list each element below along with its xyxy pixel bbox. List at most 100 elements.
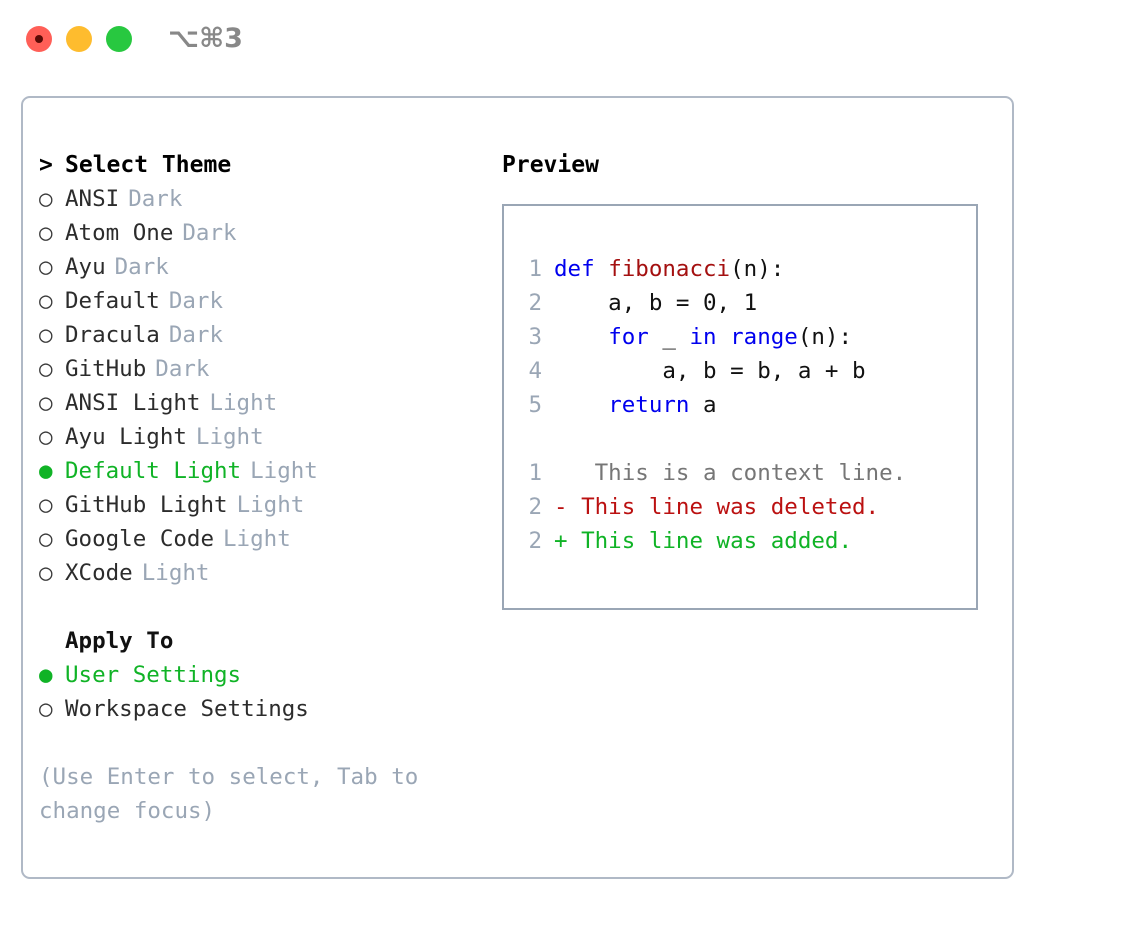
theme-variant-badge: Dark [114, 254, 169, 280]
code-line: 5 return a [518, 388, 906, 422]
radio-unselected-icon[interactable]: ○ [39, 186, 53, 212]
line-number: 1 [528, 256, 542, 282]
apply-to-item[interactable]: ●User Settings [39, 658, 489, 692]
radio-unselected-icon[interactable]: ○ [39, 288, 53, 314]
radio-unselected-icon[interactable]: ○ [39, 390, 53, 416]
preview-title: Preview [502, 152, 599, 178]
radio-unselected-icon[interactable]: ○ [39, 254, 53, 280]
diff-marker [554, 460, 568, 486]
theme-name: Google Code [65, 526, 215, 552]
minimize-button-icon[interactable] [66, 26, 92, 52]
code-token: range [730, 324, 798, 350]
line-number: 2 [528, 290, 542, 316]
line-number: 1 [528, 460, 542, 486]
code-token: return [608, 392, 690, 418]
theme-variant-badge: Light [250, 458, 318, 484]
code-token: def [554, 256, 609, 282]
theme-name: ANSI Light [65, 390, 201, 416]
theme-name: Ayu Light [65, 424, 187, 450]
theme-variant-badge: Dark [168, 288, 224, 314]
theme-list-item[interactable]: ○ Ayu Light Light [39, 420, 489, 454]
radio-selected-icon[interactable]: ● [39, 458, 53, 484]
theme-list-item[interactable]: ○ Dracula Dark [39, 318, 489, 352]
code-token: (n): [730, 256, 785, 282]
code-token: for [608, 324, 649, 350]
code-token [554, 392, 608, 418]
code-token: a [689, 392, 717, 418]
theme-name: ANSI [65, 186, 120, 212]
code-line: 4 a, b = b, a + b [518, 354, 906, 388]
code-token [717, 324, 731, 350]
theme-variant-badge: Dark [168, 322, 224, 348]
code-line: 3 for _ in range(n): [518, 320, 906, 354]
theme-name: Atom One [65, 220, 174, 246]
radio-unselected-icon[interactable]: ○ [39, 322, 53, 348]
theme-list-item[interactable]: ○ Google Code Light [39, 522, 489, 556]
theme-name: XCode [65, 560, 133, 586]
diff-text: This is a context line. [567, 460, 907, 486]
code-token [554, 324, 608, 350]
window-title: ⌥⌘3 [168, 23, 243, 54]
code-token: in [689, 324, 717, 350]
prompt-caret-icon: > [39, 152, 53, 178]
code-line: 2 a, b = 0, 1 [518, 286, 906, 320]
radio-unselected-icon[interactable]: ○ [39, 356, 53, 382]
line-number: 2 [528, 494, 542, 520]
theme-variant-badge: Light [236, 492, 305, 518]
radio-selected-icon[interactable]: ● [39, 662, 53, 688]
radio-unselected-icon[interactable]: ○ [39, 560, 53, 586]
preview-column: Preview [502, 148, 1002, 182]
code-token: fibonacci [608, 256, 731, 282]
theme-list-item[interactable]: ● Default Light Light [39, 454, 489, 488]
theme-variant-badge: Light [195, 424, 264, 450]
apply-to-list: ●User Settings ○ Workspace Settings [39, 658, 489, 726]
apply-to-item[interactable]: ○ Workspace Settings [39, 692, 489, 726]
diff-line: 2- This line was deleted. [518, 490, 906, 524]
theme-name: Default Light [65, 458, 242, 484]
theme-name: Dracula [65, 322, 160, 348]
radio-unselected-icon[interactable]: ○ [39, 526, 53, 552]
select-theme-header: >Select Theme [39, 148, 489, 182]
theme-variant-badge: Light [141, 560, 210, 586]
code-blank-line [518, 422, 906, 456]
radio-unselected-icon[interactable]: ○ [39, 492, 53, 518]
diff-text: This line was deleted. [567, 494, 880, 520]
diff-sample: 1 This is a context line. 2- This line wa… [518, 456, 906, 558]
window-titlebar: ⌥⌘3 [0, 0, 1140, 78]
radio-unselected-icon[interactable]: ○ [39, 220, 53, 246]
list-spacer [39, 590, 489, 624]
theme-name: GitHub [65, 356, 147, 382]
theme-variant-badge: Light [223, 526, 291, 552]
keyboard-hint-text: (Use Enter to select, Tab to change focu… [39, 764, 419, 824]
theme-variant-badge: Dark [182, 220, 237, 246]
theme-list-item[interactable]: ○ XCode Light [39, 556, 489, 590]
theme-list-item[interactable]: ○ Atom One Dark [39, 216, 489, 250]
line-number: 3 [528, 324, 542, 350]
diff-marker: - [554, 494, 568, 520]
radio-unselected-icon[interactable]: ○ [39, 696, 53, 722]
code-token: (n): [797, 324, 853, 350]
apply-to-label: Apply To [65, 628, 174, 654]
close-button-icon[interactable] [26, 26, 52, 52]
radio-unselected-icon[interactable]: ○ [39, 424, 53, 450]
code-line: 1 def fibonacci(n): [518, 252, 906, 286]
maximize-button-icon[interactable] [106, 26, 132, 52]
code-token: a, b = 0, 1 [554, 290, 758, 316]
theme-name: GitHub Light [65, 492, 228, 518]
line-number: 2 [528, 528, 542, 554]
code-token: _ [648, 324, 690, 350]
apply-to-name: Workspace Settings [65, 696, 309, 722]
theme-list-item[interactable]: ○ GitHub Light Light [39, 488, 489, 522]
